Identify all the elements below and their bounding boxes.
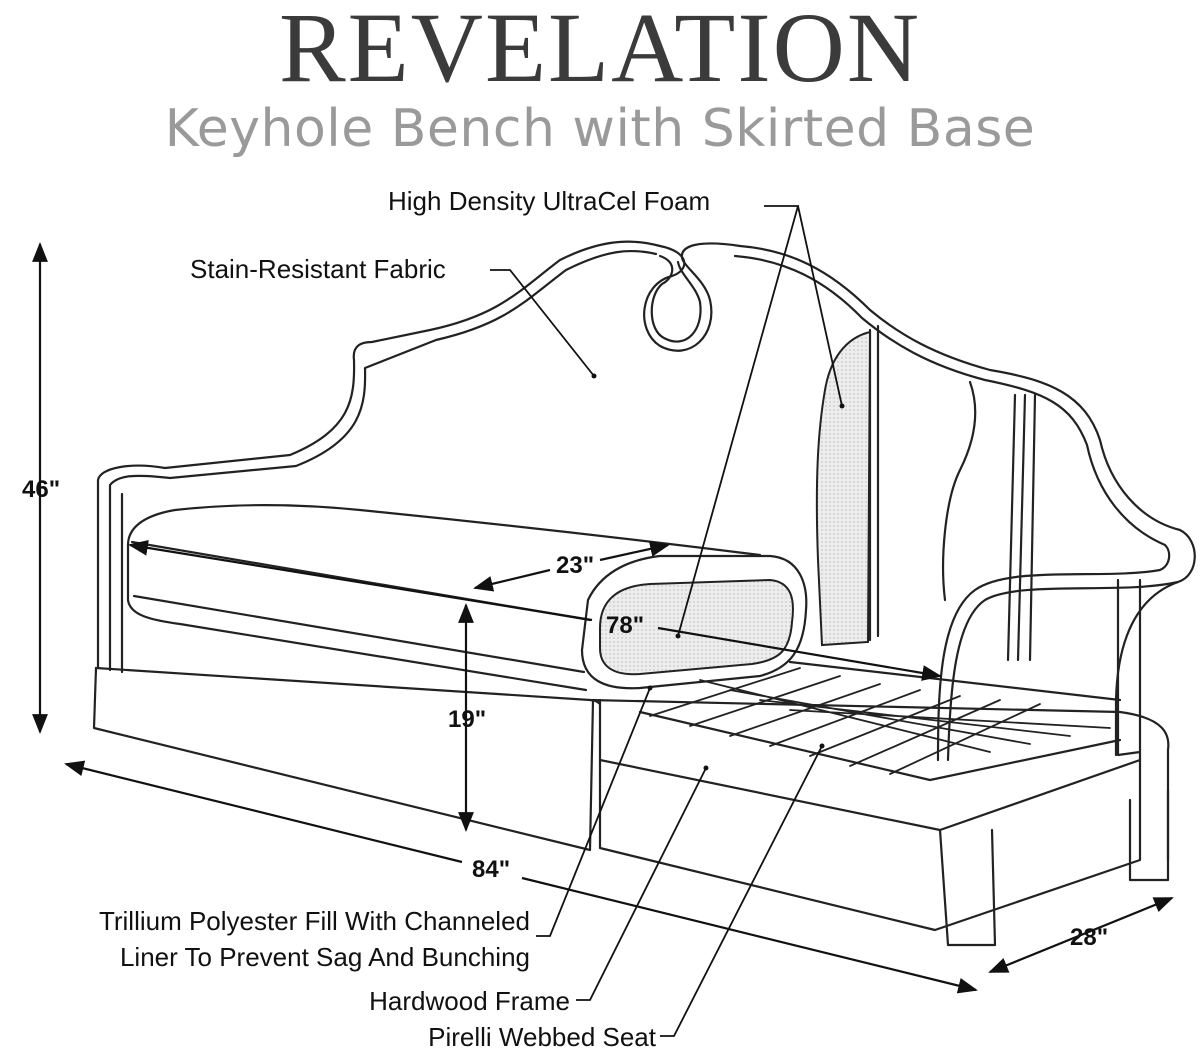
foam-label: High Density UltraCel Foam: [388, 186, 711, 216]
length-inner-arrow-right: [657, 626, 942, 681]
callout-leaders: [490, 205, 843, 1037]
cushion-top: [126, 503, 762, 557]
skirt-top-edge: [94, 666, 1170, 862]
seat-depth-arrow-left: [473, 568, 551, 592]
seat-depth-dimension: 23": [556, 552, 595, 579]
keyhole-loop-inner: [650, 254, 702, 343]
left-arm-inner: [108, 249, 658, 672]
skirt-left-panel: [92, 666, 595, 852]
length-inner-dimension: 78": [606, 612, 645, 639]
height-dimension: 46": [22, 476, 61, 503]
back-side-panel: [942, 380, 977, 602]
right-back-top: [738, 244, 1196, 762]
keyhole-loop: [643, 242, 742, 352]
skirt-right-panel: [598, 698, 1142, 932]
fabric-label: Stain-Resistant Fabric: [190, 254, 446, 284]
product-subtitle: Keyhole Bench with Skirted Base: [164, 99, 1036, 159]
callout-dots: [591, 373, 845, 771]
seat-height-dimension: 19": [448, 706, 487, 733]
fill-label-line1: Trillium Polyester Fill With Channeled: [98, 906, 530, 936]
fabric-leader: [490, 269, 595, 377]
seat-depth-arrow-right: [599, 541, 670, 562]
frame-label: Hardwood Frame: [369, 986, 570, 1016]
brand-title: REVELATION: [278, 0, 922, 103]
cushion-piping-bottom: [132, 594, 586, 674]
fill-leader: [536, 687, 651, 937]
fill-label-line2: Liner To Prevent Sag And Bunching: [119, 942, 530, 972]
length-overall-arrow-left: [64, 760, 463, 864]
seat-leader: [660, 745, 823, 1037]
depth-arrow: [988, 896, 1174, 974]
skirt-seam: [588, 698, 602, 706]
back-slat: [1006, 393, 1037, 662]
cushion-body: [126, 543, 588, 692]
webbing-straps: [649, 667, 1111, 775]
depth-dimension: 28": [1070, 924, 1109, 951]
bench-outline: [92, 240, 1196, 947]
length-overall-dimension: 84": [472, 856, 511, 883]
split-dimension-lines: [64, 540, 978, 994]
front-leg: [938, 828, 997, 947]
webbing-edge: [638, 710, 1122, 782]
right-back-inner: [733, 254, 1171, 762]
seat-label: Pirelli Webbed Seat: [428, 1022, 656, 1052]
cushion-end: [580, 554, 808, 690]
back-panel-right: [868, 324, 880, 642]
right-arm-post: [1116, 578, 1142, 757]
right-arm-outer: [1114, 580, 1180, 757]
foam-back-section: [815, 330, 872, 647]
foam-cushion-section: [599, 578, 794, 676]
rear-leg: [1128, 788, 1170, 882]
dimension-lines: [32, 242, 1174, 974]
webbing-back: [788, 660, 1122, 702]
frame-leader: [576, 767, 707, 1001]
foam-leader: [677, 205, 843, 637]
length-overall-arrow-right: [521, 876, 978, 994]
left-arm: [96, 240, 662, 670]
length-inner-arrow-left: [128, 540, 593, 622]
